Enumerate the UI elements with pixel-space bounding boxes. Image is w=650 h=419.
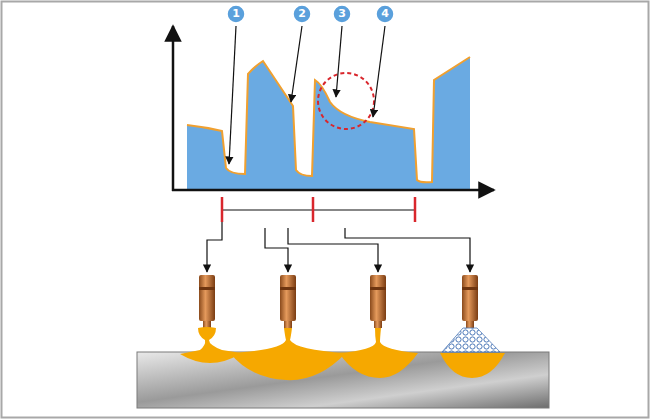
weld-pools [180, 327, 505, 380]
callout-number: 4 [376, 5, 394, 23]
current-waveform [187, 57, 470, 190]
callout-number: 3 [333, 5, 351, 23]
phase-arrows [207, 222, 470, 272]
highlight-circle [318, 73, 374, 129]
leader-lines [229, 26, 385, 164]
y-axis [172, 26, 175, 191]
electrodes [199, 275, 478, 328]
x-axis [172, 189, 494, 192]
callout-markers [227, 5, 394, 23]
callout-number: 2 [293, 5, 311, 23]
callout-number: 1 [227, 5, 245, 23]
timing-bracket [222, 197, 415, 222]
arc-plasma [442, 328, 500, 352]
